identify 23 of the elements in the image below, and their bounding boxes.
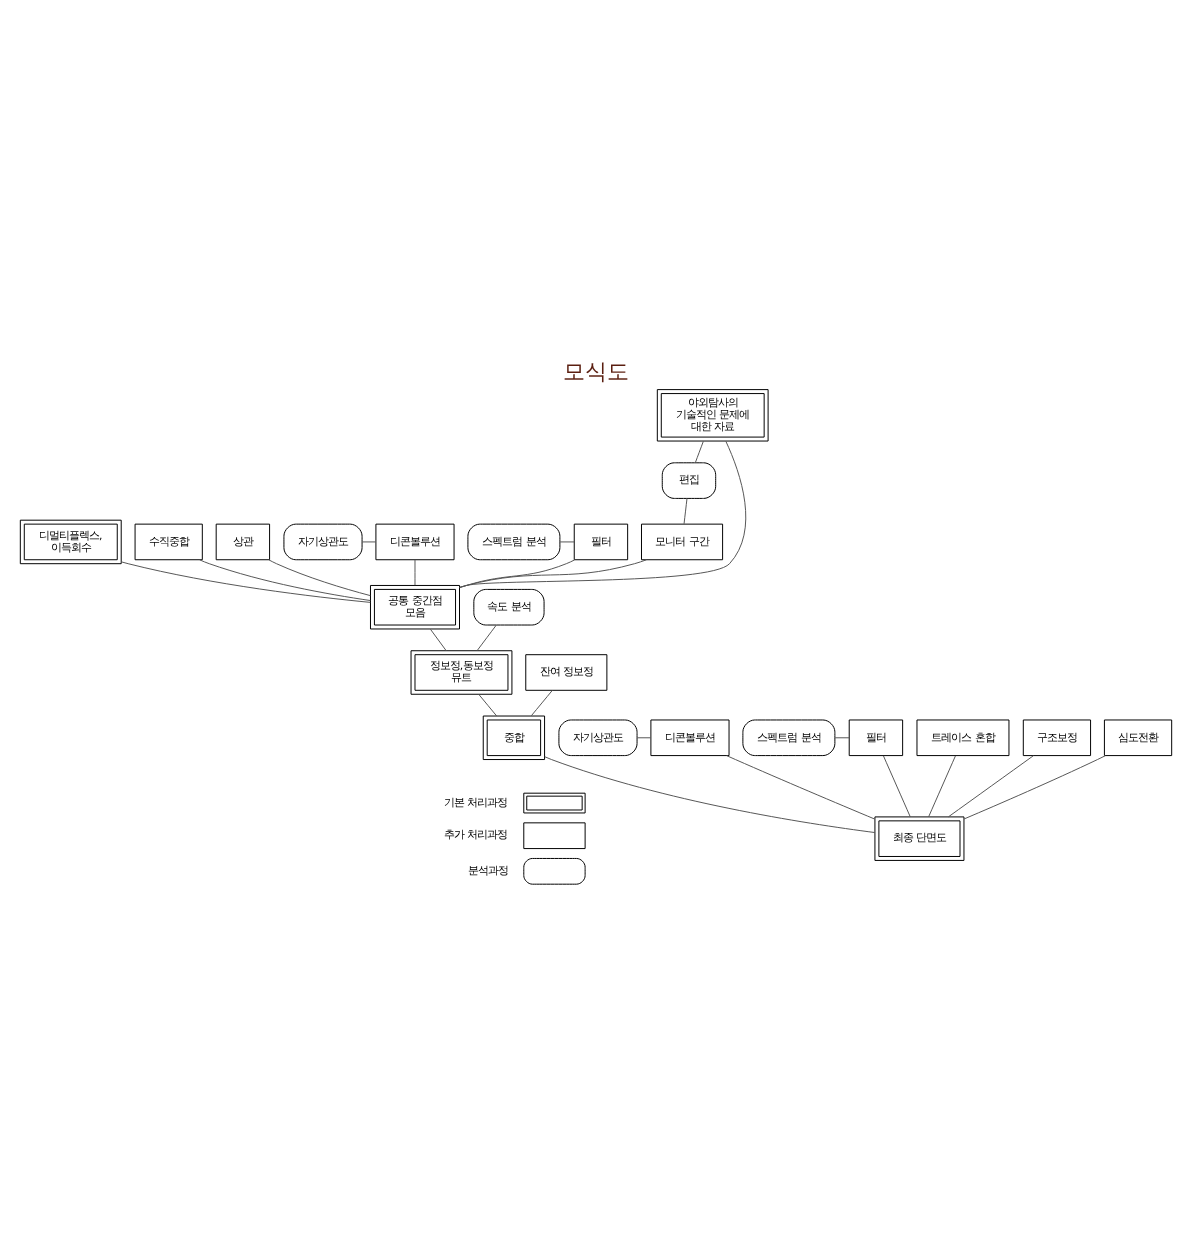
- connector: [268, 558, 371, 596]
- diagram-title: 모식도: [563, 358, 629, 385]
- connector: [559, 540, 575, 542]
- connector: [530, 688, 553, 716]
- connector: [683, 496, 688, 524]
- connector: [544, 755, 876, 833]
- connector: [199, 558, 371, 601]
- connector: [414, 558, 416, 585]
- connector: [834, 736, 850, 738]
- connector: [928, 754, 956, 817]
- connector: [478, 693, 498, 716]
- connector: [694, 439, 704, 463]
- connector: [459, 439, 747, 587]
- connector: [459, 558, 647, 587]
- connector: [963, 754, 1106, 819]
- connector: [948, 754, 1034, 817]
- connector: [361, 540, 377, 542]
- connector: [476, 623, 497, 650]
- connector: [120, 560, 371, 602]
- connector: [636, 736, 652, 738]
- connector: [883, 754, 911, 817]
- connector: [429, 627, 447, 651]
- connector: [726, 754, 876, 819]
